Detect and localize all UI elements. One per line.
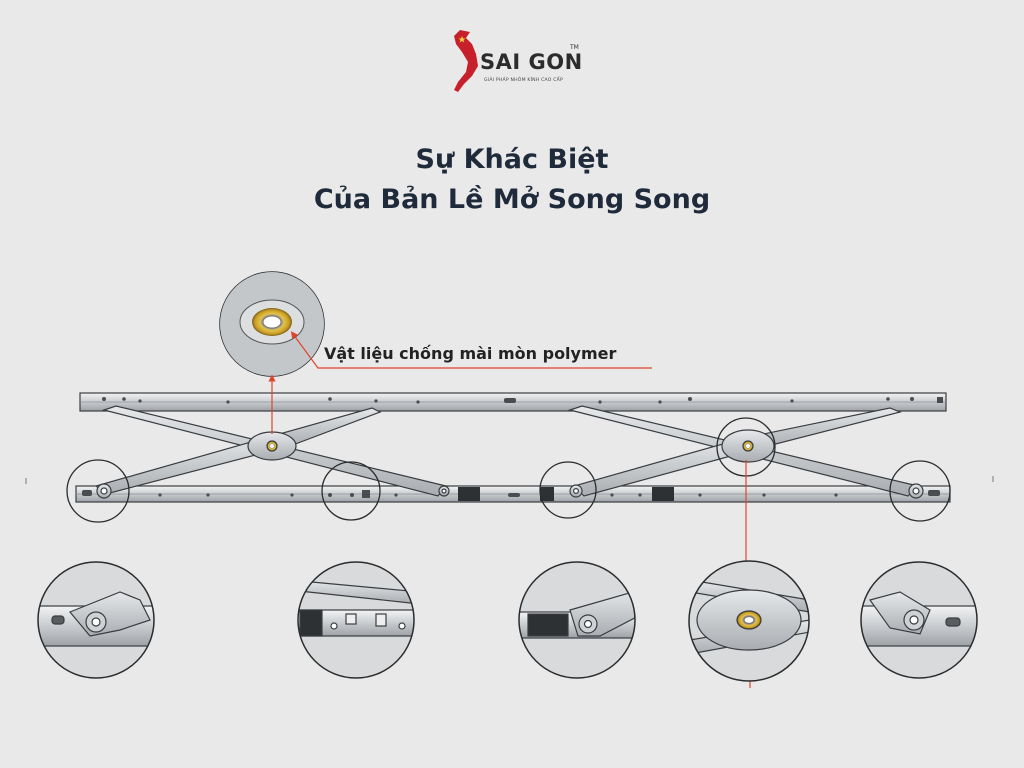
polymer-callout-label: Vật liệu chống mài mòn polymer xyxy=(324,344,617,363)
logo-trademark: TM xyxy=(570,44,579,51)
logo-tagline: GIẢI PHÁP NHÔM KÍNH CAO CẤP xyxy=(484,78,563,83)
detail-view-slider-block xyxy=(297,561,415,679)
right-scissor-arms xyxy=(567,405,924,499)
detail-view-right-pivot xyxy=(518,561,636,679)
top-rail xyxy=(79,392,947,412)
page-title-line-2: Của Bản Lề Mở Song Song xyxy=(313,184,711,215)
left-scissor-arms xyxy=(94,405,450,499)
bottom-rail xyxy=(75,485,951,503)
vietnam-map-icon xyxy=(454,30,478,92)
detail-highlight-circles xyxy=(66,417,951,523)
detail-view-left-end xyxy=(37,561,155,679)
logo-wordmark: SAI GON xyxy=(480,50,583,74)
detail-view-right-end xyxy=(860,561,978,679)
brand-logo: SAI GON TM GIẢI PHÁP NHÔM KÍNH CAO CẤP xyxy=(446,28,586,96)
polymer-bushing-detail xyxy=(219,271,325,377)
page-title-line-1: Sự Khác Biệt xyxy=(415,144,609,175)
detail-view-center-pivot xyxy=(688,560,810,682)
